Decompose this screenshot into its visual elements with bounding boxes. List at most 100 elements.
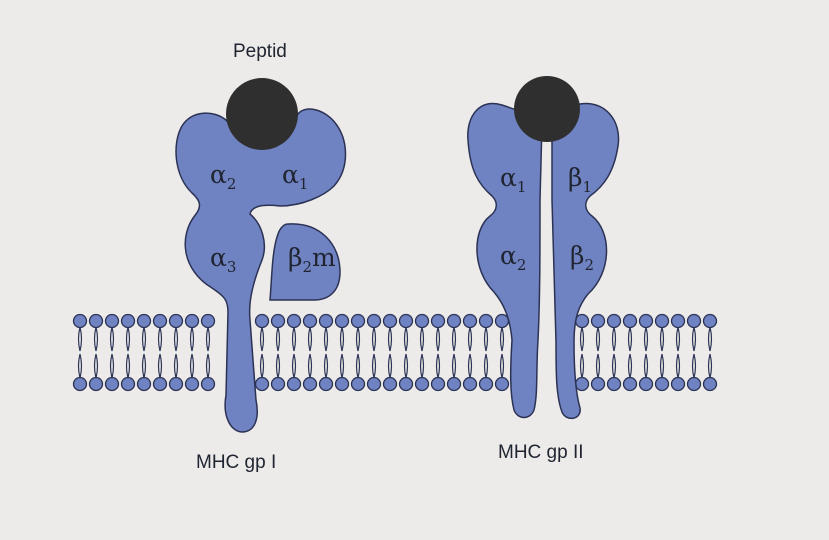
lipid-head (592, 378, 605, 391)
lipid-tail (614, 354, 616, 378)
lipid-tail (325, 327, 327, 351)
glyph-beta: β (570, 241, 584, 270)
phospholipid-pair (186, 315, 199, 391)
phospholipid-pair (704, 315, 717, 391)
lipid-tail (501, 354, 503, 378)
lipid-tail (645, 327, 647, 351)
sub-1: 1 (582, 178, 592, 196)
lipid-tail (438, 327, 440, 351)
lipid-head (288, 315, 301, 328)
phospholipid-pair (202, 315, 215, 391)
lipid-tail (581, 327, 583, 351)
phospholipid-pair (688, 315, 701, 391)
lipid-tail (128, 354, 130, 378)
lipid-tail (160, 327, 162, 351)
phospholipid-pair (672, 315, 685, 391)
lipid-tail (191, 354, 193, 378)
lipid-head (464, 378, 477, 391)
lipid-tail (437, 354, 439, 378)
lipid-head (272, 378, 285, 391)
lipid-tail (421, 354, 423, 378)
lipid-tail (630, 327, 632, 351)
lipid-tail (374, 354, 376, 378)
lipid-head (90, 378, 103, 391)
phospholipid-pair (352, 315, 365, 391)
lipid-tail (486, 327, 488, 351)
lipid-tail (677, 327, 679, 351)
lipid-tail (694, 327, 696, 351)
lipid-tail (453, 327, 455, 351)
lipid-head (106, 315, 119, 328)
lipid-tail (112, 327, 114, 351)
lipid-head (432, 378, 445, 391)
lipid-tail (646, 354, 648, 378)
lipid-head (624, 315, 637, 328)
glyph-alpha: α (210, 160, 227, 189)
lipid-head (608, 315, 621, 328)
lipid-head (202, 378, 215, 391)
phospholipid-pair (122, 315, 135, 391)
glyph-alpha: α (500, 163, 517, 192)
phospholipid-pair (480, 315, 493, 391)
lipid-tail (310, 354, 312, 378)
lipid-tail (278, 327, 280, 351)
lipid-tail (438, 354, 440, 378)
lipid-tail (662, 354, 664, 378)
glyph-beta: β (568, 163, 582, 192)
phospholipid-pair (608, 315, 621, 391)
lipid-tail (95, 327, 97, 351)
lipid-tail (144, 354, 146, 378)
lipid-tail (662, 327, 664, 351)
lipid-head (384, 315, 397, 328)
lipid-tail (143, 354, 145, 378)
lipid-tail (208, 354, 210, 378)
lipid-tail (96, 327, 98, 351)
lipid-tail (581, 354, 583, 378)
lipid-tail (597, 354, 599, 378)
lipid-head (592, 315, 605, 328)
lipid-head (400, 315, 413, 328)
lipid-tail (111, 354, 113, 378)
lipid-tail (325, 354, 327, 378)
lipid-head (154, 315, 167, 328)
phospholipid-pair (400, 315, 413, 391)
lipid-tail (406, 354, 408, 378)
lipid-tail (144, 327, 146, 351)
lipid-head (368, 315, 381, 328)
lipid-tail (597, 327, 599, 351)
lipid-tail (661, 327, 663, 351)
lipid-tail (176, 327, 178, 351)
lipid-tail (710, 354, 712, 378)
lipid-head (170, 378, 183, 391)
sub-2: 2 (302, 258, 312, 276)
lipid-tail (277, 327, 279, 351)
sub-1: 1 (299, 175, 309, 193)
phospholipid-pair (464, 315, 477, 391)
glyph-beta: β (288, 243, 302, 272)
lipid-tail (143, 327, 145, 351)
lipid-tail (326, 354, 328, 378)
lipid-tail (326, 327, 328, 351)
lipid-head (304, 315, 317, 328)
lipid-head (640, 315, 653, 328)
lipid-head (480, 315, 493, 328)
lipid-tail (454, 354, 456, 378)
phospholipid-pair (448, 315, 461, 391)
phospholipid-pair (154, 315, 167, 391)
lipid-tail (357, 354, 359, 378)
phospholipid-pair (640, 315, 653, 391)
lipid-head (272, 315, 285, 328)
phospholipid-pair (576, 315, 589, 391)
lipid-tail (309, 354, 311, 378)
lipid-head (608, 378, 621, 391)
sub-1: 1 (517, 178, 527, 196)
lipid-tail (79, 327, 81, 351)
lipid-tail (470, 354, 472, 378)
lipid-head (688, 315, 701, 328)
lipid-tail (693, 354, 695, 378)
lipid-tail (96, 354, 98, 378)
lipid-tail (159, 327, 161, 351)
lipid-head (320, 315, 333, 328)
sub-2: 2 (584, 256, 594, 274)
lipid-tail (502, 354, 504, 378)
